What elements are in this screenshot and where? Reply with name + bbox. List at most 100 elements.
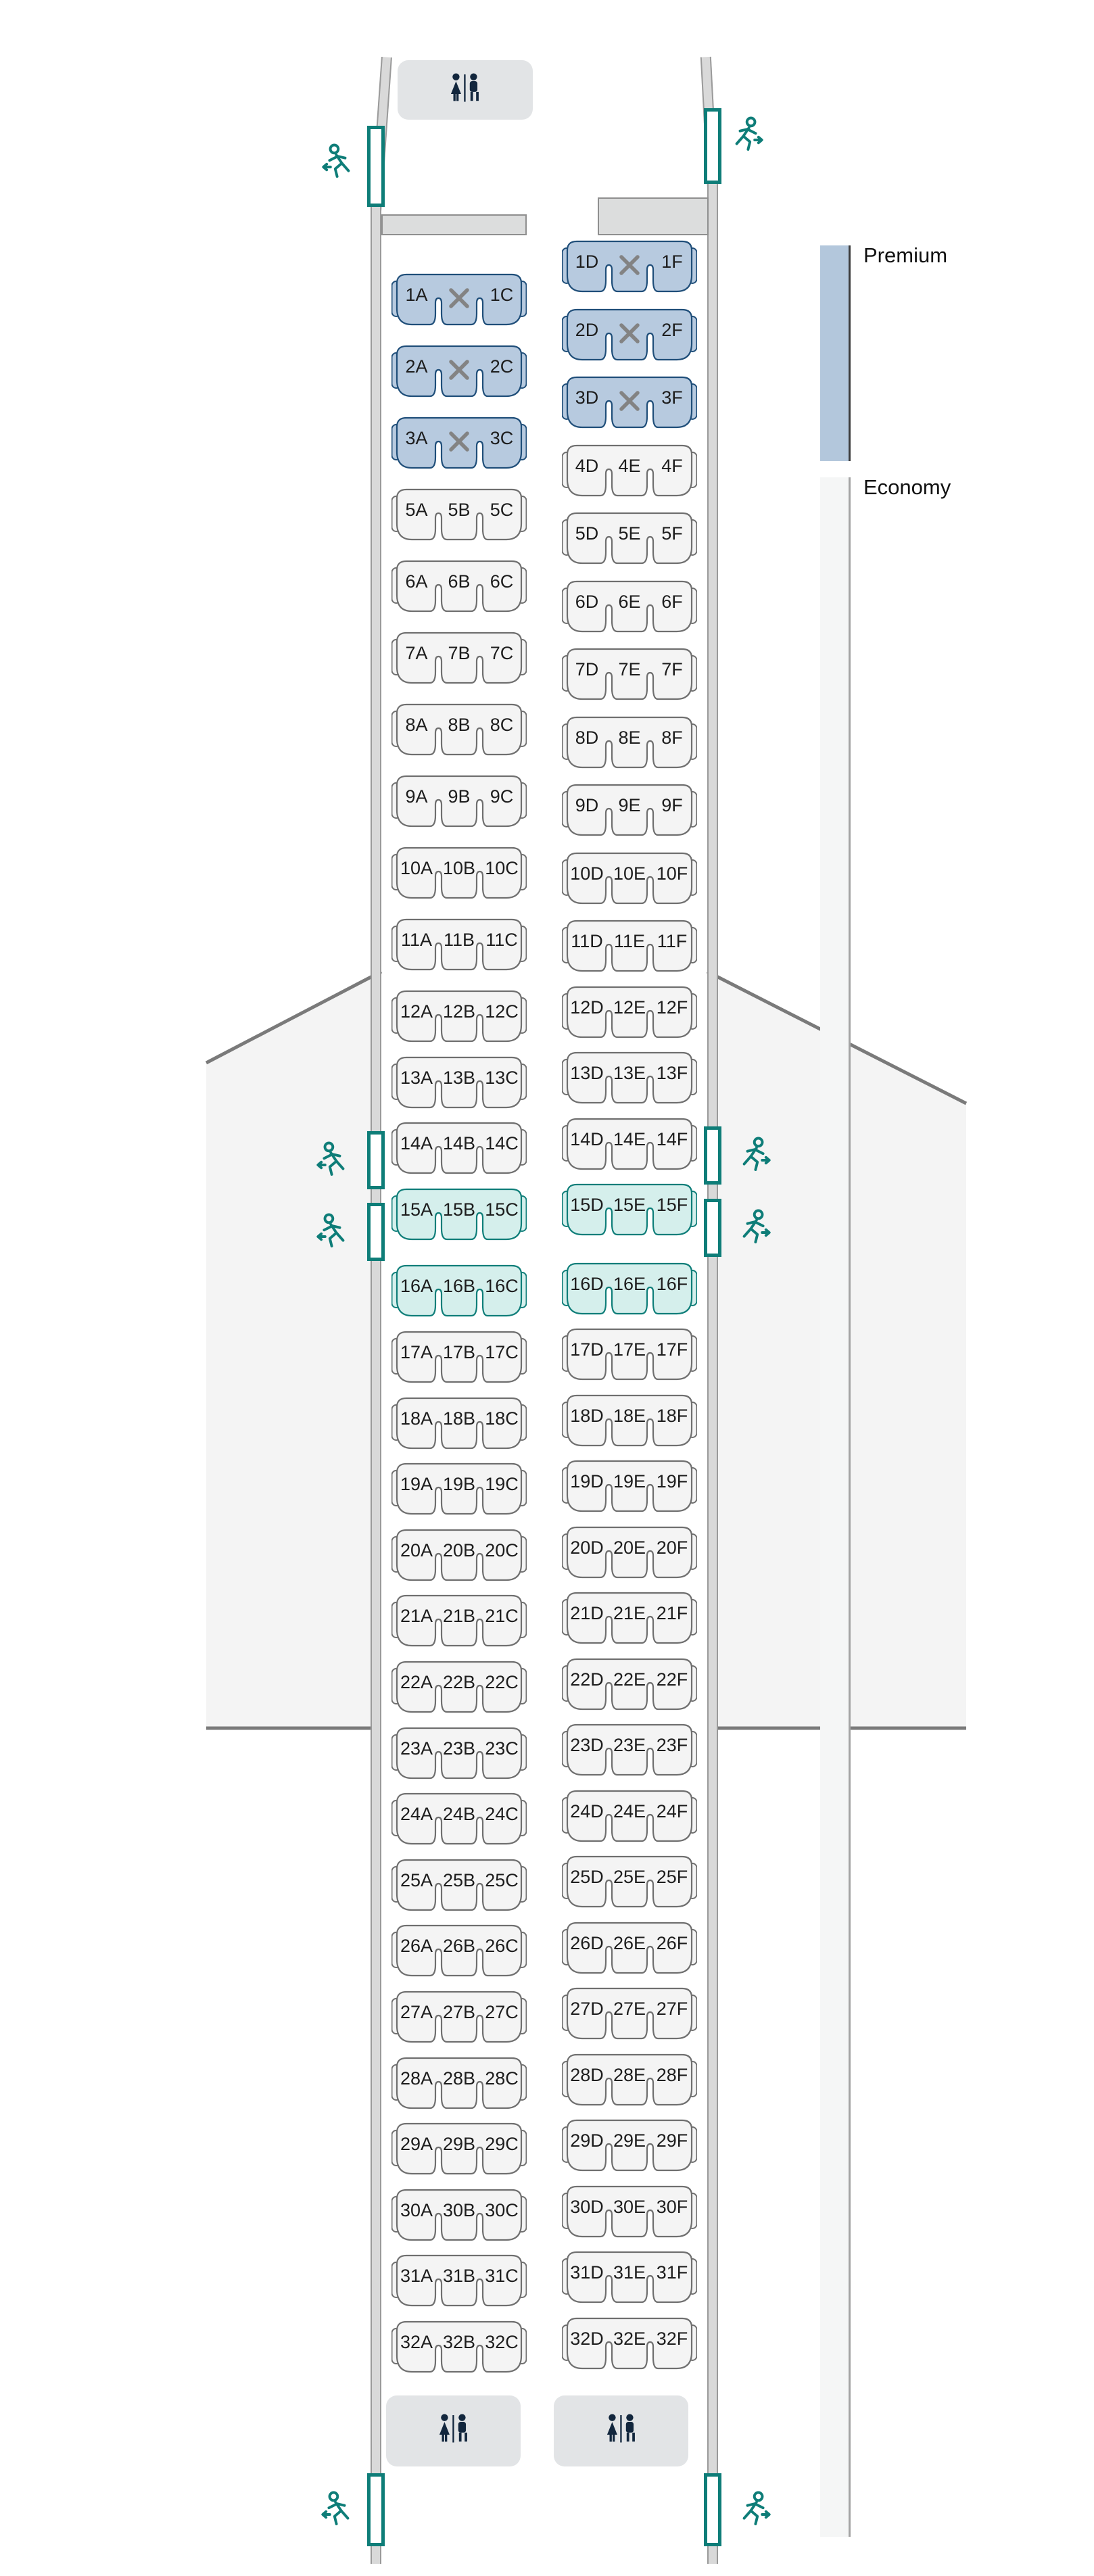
seat-5B[interactable]: 5B bbox=[448, 500, 471, 520]
seat-27C[interactable]: 27C bbox=[485, 2002, 519, 2022]
seat-24C[interactable]: 24C bbox=[485, 1804, 519, 1825]
seat-10B[interactable]: 10B bbox=[442, 858, 476, 878]
seat-25F[interactable]: 25F bbox=[656, 1867, 688, 1887]
seat-23B[interactable]: 23B bbox=[442, 1738, 476, 1759]
seat-4E[interactable]: 4E bbox=[618, 455, 641, 476]
seat-18C[interactable]: 18C bbox=[485, 1408, 519, 1429]
seat-30F[interactable]: 30F bbox=[656, 2196, 688, 2217]
seat-21B[interactable]: 21B bbox=[442, 1606, 476, 1627]
seat-3F[interactable]: 3F bbox=[661, 387, 683, 408]
seat-12F[interactable]: 12F bbox=[656, 997, 688, 1018]
seat-9A[interactable]: 9A bbox=[405, 786, 428, 807]
seat-22F[interactable]: 22F bbox=[656, 1669, 688, 1690]
seat-26B[interactable]: 26B bbox=[442, 1936, 476, 1957]
seat-24F[interactable]: 24F bbox=[656, 1800, 688, 1821]
seat-11F[interactable]: 11F bbox=[657, 931, 688, 951]
seat-11A[interactable]: 11A bbox=[400, 930, 433, 950]
seat-18E[interactable]: 18E bbox=[613, 1405, 646, 1426]
seat-14A[interactable]: 14A bbox=[400, 1133, 433, 1154]
seat-11E[interactable]: 11E bbox=[613, 931, 646, 951]
seat-13E[interactable]: 13E bbox=[613, 1063, 646, 1083]
seat-6A[interactable]: 6A bbox=[405, 571, 428, 592]
seat-18F[interactable]: 18F bbox=[656, 1405, 688, 1426]
seat-22D[interactable]: 22D bbox=[570, 1669, 604, 1690]
seat-32E[interactable]: 32E bbox=[613, 2328, 646, 2349]
seat-18B[interactable]: 18B bbox=[442, 1408, 476, 1429]
seat-15D[interactable]: 15D bbox=[570, 1195, 604, 1215]
seat-7B[interactable]: 7B bbox=[448, 643, 471, 663]
seat-20A[interactable]: 20A bbox=[400, 1540, 433, 1560]
seat-19B[interactable]: 19B bbox=[442, 1474, 476, 1495]
seat-6D[interactable]: 6D bbox=[575, 591, 599, 612]
seat-16D[interactable]: 16D bbox=[570, 1273, 604, 1294]
seat-12E[interactable]: 12E bbox=[613, 997, 646, 1018]
seat-15C[interactable]: 15C bbox=[485, 1199, 519, 1220]
seat-29E[interactable]: 29E bbox=[613, 2130, 646, 2151]
seat-13C[interactable]: 13C bbox=[485, 1067, 519, 1088]
seat-15A[interactable]: 15A bbox=[400, 1199, 433, 1220]
seat-7F[interactable]: 7F bbox=[661, 659, 683, 679]
seat-6B[interactable]: 6B bbox=[448, 571, 471, 592]
seat-10E[interactable]: 10E bbox=[613, 863, 646, 884]
seat-12D[interactable]: 12D bbox=[570, 997, 604, 1018]
seat-16F[interactable]: 16F bbox=[656, 1273, 688, 1294]
seat-26F[interactable]: 26F bbox=[656, 1932, 688, 1953]
seat-26E[interactable]: 26E bbox=[613, 1932, 646, 1953]
seat-27A[interactable]: 27A bbox=[400, 2002, 433, 2022]
seat-17B[interactable]: 17B bbox=[442, 1342, 476, 1362]
seat-32B[interactable]: 32B bbox=[442, 2332, 476, 2352]
seat-19F[interactable]: 19F bbox=[656, 1471, 688, 1492]
seat-23A[interactable]: 23A bbox=[400, 1738, 433, 1759]
seat-21D[interactable]: 21D bbox=[570, 1603, 604, 1623]
seat-17E[interactable]: 17E bbox=[613, 1339, 646, 1360]
seat-16B[interactable]: 16B bbox=[442, 1276, 476, 1297]
seat-5C[interactable]: 5C bbox=[490, 500, 514, 520]
seat-11D[interactable]: 11D bbox=[571, 931, 603, 951]
seat-26C[interactable]: 26C bbox=[485, 1936, 519, 1957]
seat-13B[interactable]: 13B bbox=[442, 1067, 476, 1088]
seat-25E[interactable]: 25E bbox=[613, 1867, 646, 1887]
seat-18D[interactable]: 18D bbox=[570, 1405, 604, 1426]
seat-26D[interactable]: 26D bbox=[570, 1932, 604, 1953]
seat-22B[interactable]: 22B bbox=[442, 1672, 476, 1692]
seat-6E[interactable]: 6E bbox=[618, 591, 641, 612]
seat-15B[interactable]: 15B bbox=[442, 1199, 476, 1220]
seat-31A[interactable]: 31A bbox=[400, 2266, 433, 2287]
seat-30D[interactable]: 30D bbox=[570, 2196, 604, 2217]
seat-10A[interactable]: 10A bbox=[400, 858, 433, 878]
seat-29F[interactable]: 29F bbox=[656, 2130, 688, 2151]
seat-4D[interactable]: 4D bbox=[575, 455, 599, 476]
seat-24D[interactable]: 24D bbox=[570, 1800, 604, 1821]
seat-19D[interactable]: 19D bbox=[570, 1471, 604, 1492]
seat-12B[interactable]: 12B bbox=[442, 1001, 476, 1022]
seat-8C[interactable]: 8C bbox=[490, 715, 514, 735]
seat-7E[interactable]: 7E bbox=[618, 659, 641, 679]
seat-28A[interactable]: 28A bbox=[400, 2068, 433, 2089]
seat-17A[interactable]: 17A bbox=[400, 1342, 433, 1362]
seat-5F[interactable]: 5F bbox=[661, 523, 683, 544]
seat-31F[interactable]: 31F bbox=[656, 2262, 688, 2283]
seat-30E[interactable]: 30E bbox=[613, 2196, 646, 2217]
seat-10C[interactable]: 10C bbox=[485, 858, 519, 878]
seat-11C[interactable]: 11C bbox=[485, 930, 518, 950]
seat-25B[interactable]: 25B bbox=[442, 1869, 476, 1890]
seat-27F[interactable]: 27F bbox=[656, 1999, 688, 2019]
seat-1A[interactable]: 1A bbox=[405, 285, 428, 305]
seat-9F[interactable]: 9F bbox=[661, 795, 683, 815]
seat-8D[interactable]: 8D bbox=[575, 727, 599, 748]
seat-26A[interactable]: 26A bbox=[400, 1936, 433, 1957]
seat-23E[interactable]: 23E bbox=[613, 1735, 646, 1755]
seat-28F[interactable]: 28F bbox=[656, 2064, 688, 2085]
seat-16E[interactable]: 16E bbox=[613, 1273, 646, 1294]
seat-17C[interactable]: 17C bbox=[485, 1342, 519, 1362]
seat-25A[interactable]: 25A bbox=[400, 1869, 433, 1890]
seat-22C[interactable]: 22C bbox=[485, 1672, 519, 1692]
seat-14E[interactable]: 14E bbox=[613, 1128, 646, 1149]
seat-10F[interactable]: 10F bbox=[656, 863, 688, 884]
seat-16A[interactable]: 16A bbox=[400, 1276, 433, 1297]
seat-31E[interactable]: 31E bbox=[613, 2262, 646, 2283]
seat-23F[interactable]: 23F bbox=[656, 1735, 688, 1755]
seat-13D[interactable]: 13D bbox=[570, 1063, 604, 1083]
seat-7C[interactable]: 7C bbox=[490, 643, 514, 663]
seat-23D[interactable]: 23D bbox=[570, 1735, 604, 1755]
